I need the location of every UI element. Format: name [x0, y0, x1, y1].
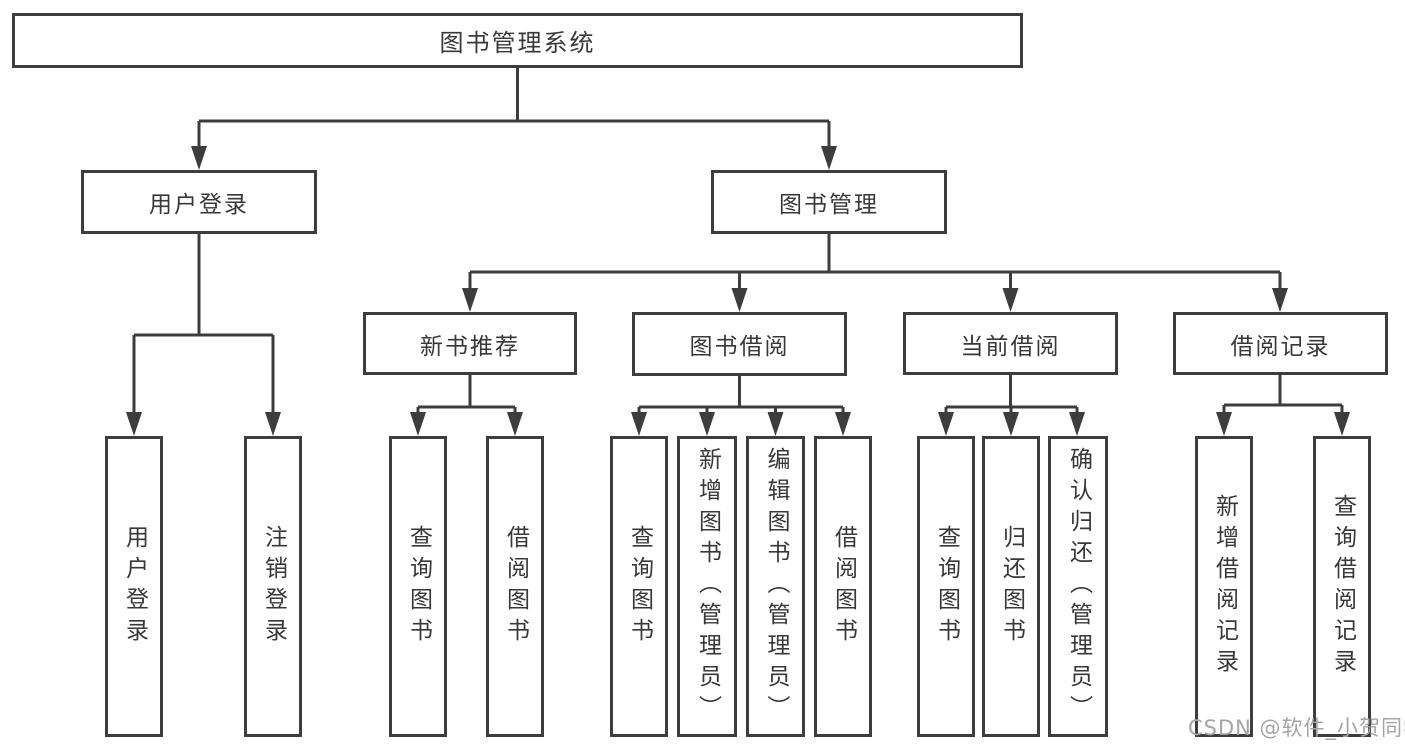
node-current-confirm-return-admin: 确认归还（管理员）	[1048, 436, 1108, 737]
node-current-borrowing-label: 当前借阅	[960, 333, 1061, 360]
node-current-return-books: 归还图书	[982, 436, 1040, 737]
arrowheads	[126, 146, 1350, 436]
node-borrowing-edit-books-admin-label: 编辑图书（管理员）	[763, 447, 789, 726]
node-borrowing-add-books-admin: 新增图书（管理员）	[677, 436, 737, 737]
node-recommend-query-books: 查询图书	[389, 436, 447, 737]
node-book-management: 图书管理	[711, 170, 947, 234]
node-borrowing-records-label: 借阅记录	[1230, 333, 1331, 360]
node-borrowing-edit-books-admin: 编辑图书（管理员）	[746, 436, 805, 737]
node-library-system: 图书管理系统	[12, 13, 1023, 68]
node-leaf-logout-label: 注销登录	[260, 524, 287, 649]
node-leaf-user-login: 用户登录	[105, 436, 163, 737]
node-new-book-recommend-label: 新书推荐	[420, 333, 520, 360]
node-user-login: 用户登录	[81, 170, 317, 234]
csdn-watermark: CSDN @软件_小贺同学	[1188, 716, 1405, 740]
node-current-query-books-label: 查询图书	[933, 524, 960, 649]
node-leaf-logout: 注销登录	[244, 436, 302, 737]
node-library-system-label: 图书管理系统	[439, 29, 596, 57]
node-current-query-books: 查询图书	[917, 436, 975, 737]
node-current-confirm-return-admin-label: 确认归还（管理员）	[1065, 447, 1092, 726]
node-borrowing-query-books-label: 查询图书	[626, 524, 653, 649]
tree-lines	[132, 68, 1344, 418]
node-book-borrowing-label: 图书借阅	[689, 334, 790, 360]
node-records-query-record-label: 查询借阅记录	[1329, 493, 1356, 680]
node-borrowing-add-books-admin-label: 新增图书（管理员）	[694, 447, 721, 726]
node-borrowing-borrow-books: 借阅图书	[814, 436, 872, 737]
node-recommend-borrow-books-label: 借阅图书	[502, 524, 529, 649]
node-book-management-label: 图书管理	[779, 192, 879, 218]
node-book-borrowing: 图书借阅	[632, 312, 847, 376]
node-new-book-recommend: 新书推荐	[363, 312, 577, 375]
node-current-return-books-label: 归还图书	[998, 524, 1025, 649]
node-borrowing-records: 借阅记录	[1173, 312, 1388, 375]
node-records-query-record: 查询借阅记录	[1313, 436, 1371, 737]
node-user-login-label: 用户登录	[149, 192, 249, 218]
node-current-borrowing: 当前借阅	[903, 312, 1118, 375]
node-records-add-record-label: 新增借阅记录	[1211, 493, 1238, 680]
node-borrowing-query-books: 查询图书	[610, 436, 668, 737]
node-recommend-query-books-label: 查询图书	[405, 524, 432, 649]
node-leaf-user-login-label: 用户登录	[121, 524, 148, 649]
node-borrowing-borrow-books-label: 借阅图书	[830, 524, 857, 649]
node-recommend-borrow-books: 借阅图书	[486, 436, 544, 737]
node-records-add-record: 新增借阅记录	[1195, 436, 1253, 737]
